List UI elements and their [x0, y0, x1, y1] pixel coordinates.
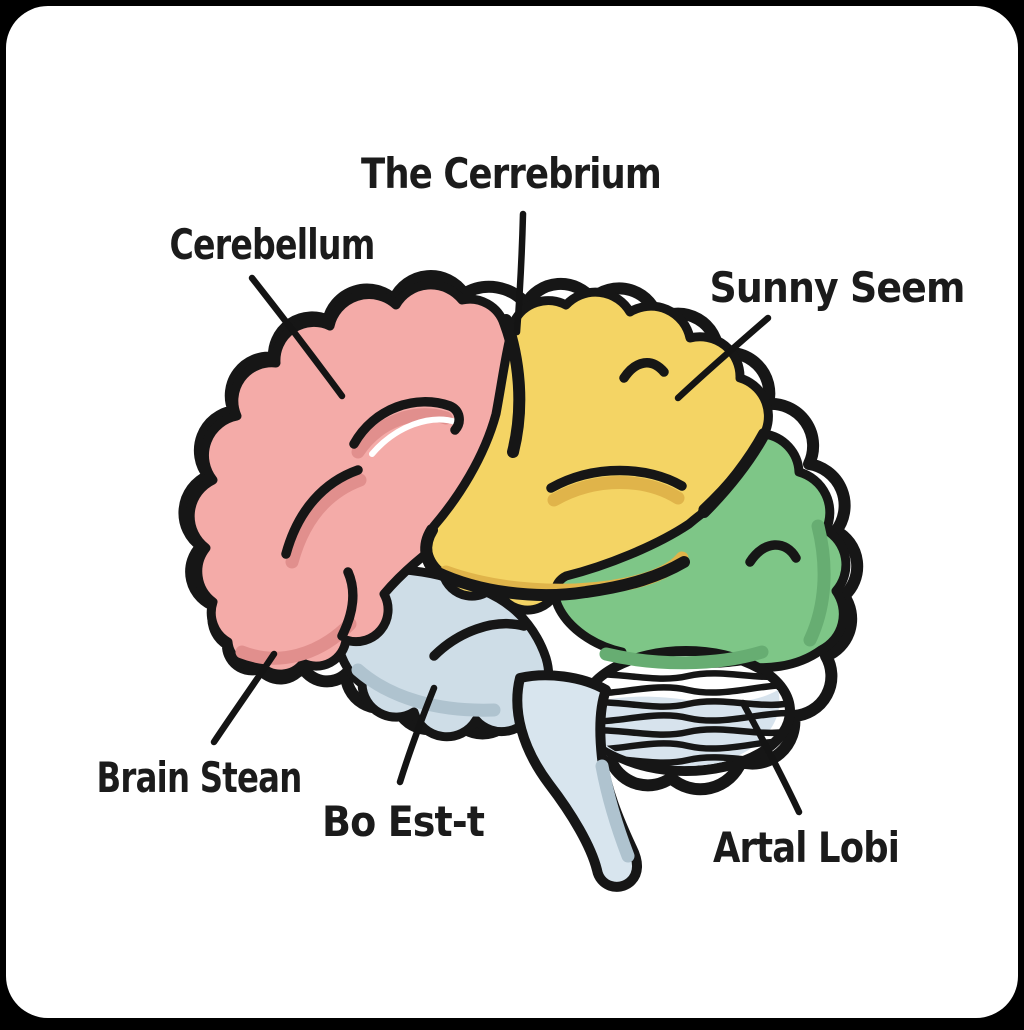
- blue-shade-1: [351, 663, 501, 717]
- green-shade-2: [803, 519, 831, 647]
- brain-diagram: The Cerrebrium Cerebellum Sunny Seem Bra…: [97, 149, 966, 892]
- cerebellum-leader-line: [248, 274, 346, 400]
- brainstem-shape: [512, 670, 642, 892]
- pink-highlight: [369, 416, 459, 457]
- green-shade-1: [599, 645, 769, 670]
- cerebrum-leader-line: [513, 210, 527, 336]
- label-artal-lobi: Artal Lobi: [713, 823, 899, 872]
- boundary-pink-yellow: [500, 314, 526, 458]
- label-cerebellum: Cerebellum: [170, 220, 375, 269]
- boundary-yellow-green: [698, 428, 770, 518]
- pink-shade-1: [351, 408, 453, 459]
- yellow-sulcus-1: [546, 465, 687, 493]
- pink-sulcus-1: [349, 397, 464, 449]
- callouts: The Cerrebrium Cerebellum Sunny Seem Bra…: [97, 149, 966, 872]
- cerebellum-fold-line: [586, 709, 786, 725]
- label-brain-stean: Brain Stean: [97, 753, 302, 802]
- sunny-seem-leader-line: [674, 314, 772, 402]
- label-cerebrum: The Cerrebrium: [361, 149, 661, 198]
- bo-est-t-leader-line: [396, 684, 438, 786]
- cerebellum-fold-line: [586, 724, 786, 738]
- blue-sulcus: [429, 619, 529, 661]
- brain-stean-leader-line: [210, 650, 278, 746]
- label-bo-est-t: Bo Est-t: [322, 797, 485, 846]
- pink-sulcus-3: [337, 567, 358, 641]
- boundary-yellow-hook: [420, 524, 442, 578]
- artal-lobi-leader-line: [739, 699, 803, 816]
- label-sunny-seem: Sunny Seem: [710, 263, 965, 312]
- boundary-yellow-bottom: [430, 556, 690, 602]
- green-sulcus: [745, 540, 801, 567]
- yellow-sulcus-2: [619, 358, 669, 383]
- brainstem-shade: [595, 759, 635, 863]
- pink-shade-2: [285, 473, 367, 569]
- canvas-card: The Cerrebrium Cerebellum Sunny Seem Bra…: [6, 6, 1018, 1018]
- yellow-shade-1: [547, 476, 685, 507]
- pink-sulcus-2: [281, 465, 363, 559]
